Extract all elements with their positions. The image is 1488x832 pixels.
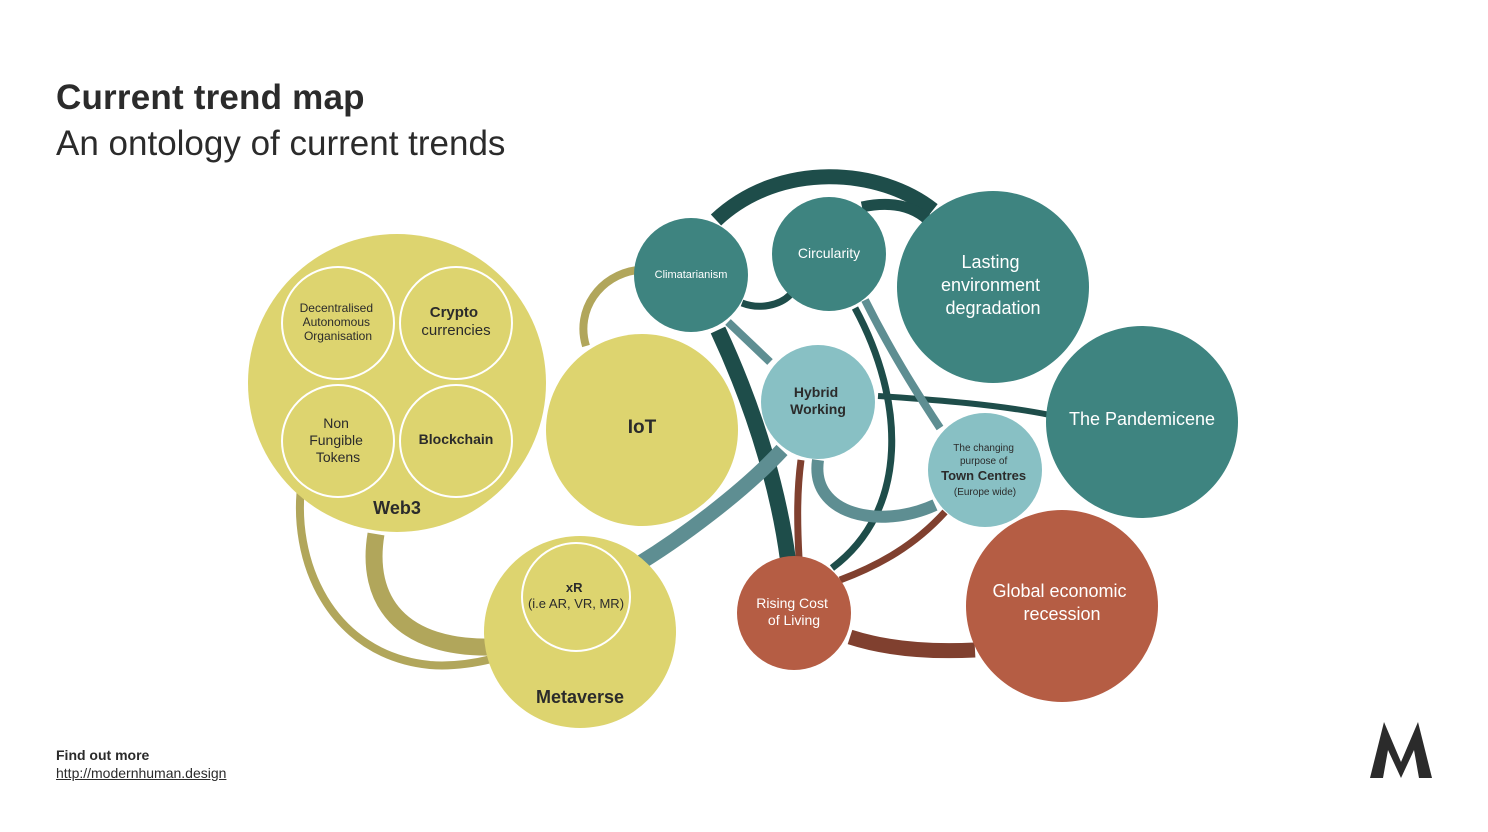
label-climatarianism: Climatarianism — [655, 269, 728, 281]
node-hybrid[interactable] — [761, 345, 875, 459]
link-circularity-lasting — [860, 198, 932, 225]
node-iot[interactable] — [546, 334, 738, 526]
link-hybrid-pandemicene — [877, 393, 1051, 418]
label-recession: Global economic recession — [992, 581, 1131, 624]
label-web3: Web3 — [373, 498, 421, 518]
node-rising[interactable] — [737, 556, 851, 670]
node-blockchain[interactable] — [399, 384, 513, 498]
link-town-rising — [838, 509, 948, 584]
page-subtitle: An ontology of current trends — [56, 124, 506, 163]
node-pandemicene[interactable] — [1046, 326, 1238, 518]
label-hybrid: Hybrid Working — [790, 384, 846, 417]
node-recession[interactable] — [966, 510, 1158, 702]
link-climatarianism-lasting — [710, 169, 938, 226]
footer-link[interactable]: http://modernhuman.design — [56, 765, 227, 781]
link-circularity-rising — [829, 306, 896, 571]
link-circularity-town — [861, 298, 944, 431]
label-iot: IoT — [628, 417, 657, 438]
footer-label: Find out more — [56, 747, 150, 763]
node-dao[interactable] — [281, 266, 395, 380]
link-web3-metaverse-thick — [365, 532, 496, 656]
label-rising: Rising Cost of Living — [756, 595, 831, 628]
link-rising-recession — [847, 629, 976, 659]
modern-human-m-logo-icon — [1370, 722, 1432, 778]
node-lasting[interactable] — [897, 191, 1089, 383]
node-town[interactable] — [928, 413, 1042, 527]
label-blockchain: Blockchain — [419, 431, 494, 447]
node-crypto[interactable] — [399, 266, 513, 380]
label-crypto: Crypto currencies — [421, 304, 490, 339]
link-hybrid-rising — [794, 459, 805, 559]
labels: Decentralised Autonomous Organisation Cr… — [300, 245, 1215, 707]
label-nft: Non Fungible Tokens — [309, 415, 367, 465]
node-circularity[interactable] — [772, 197, 886, 311]
node-web3[interactable] — [248, 234, 546, 532]
label-metaverse: Metaverse — [536, 687, 624, 707]
label-xr: xR (i.e AR, VR, MR) — [528, 580, 624, 611]
nodes — [248, 191, 1238, 728]
links — [295, 169, 1051, 670]
label-lasting: Lasting environment degradation — [941, 252, 1045, 318]
label-circularity: Circularity — [798, 245, 860, 261]
link-hybrid-town — [811, 459, 938, 523]
link-xr-hybrid — [621, 444, 788, 579]
page-title: Current trend map — [56, 78, 365, 117]
node-xr[interactable] — [521, 542, 631, 652]
label-town: The changing purpose of Town Centres (Eu… — [941, 443, 1029, 498]
label-dao: Decentralised Autonomous Organisation — [300, 301, 377, 343]
node-climatarianism[interactable] — [634, 218, 748, 332]
node-nft[interactable] — [281, 384, 395, 498]
link-iot-climatarianism — [579, 266, 638, 348]
link-climatarianism-circularity — [740, 292, 793, 310]
link-climatarianism-hybrid — [725, 319, 773, 365]
label-pandemicene: The Pandemicene — [1069, 409, 1215, 429]
